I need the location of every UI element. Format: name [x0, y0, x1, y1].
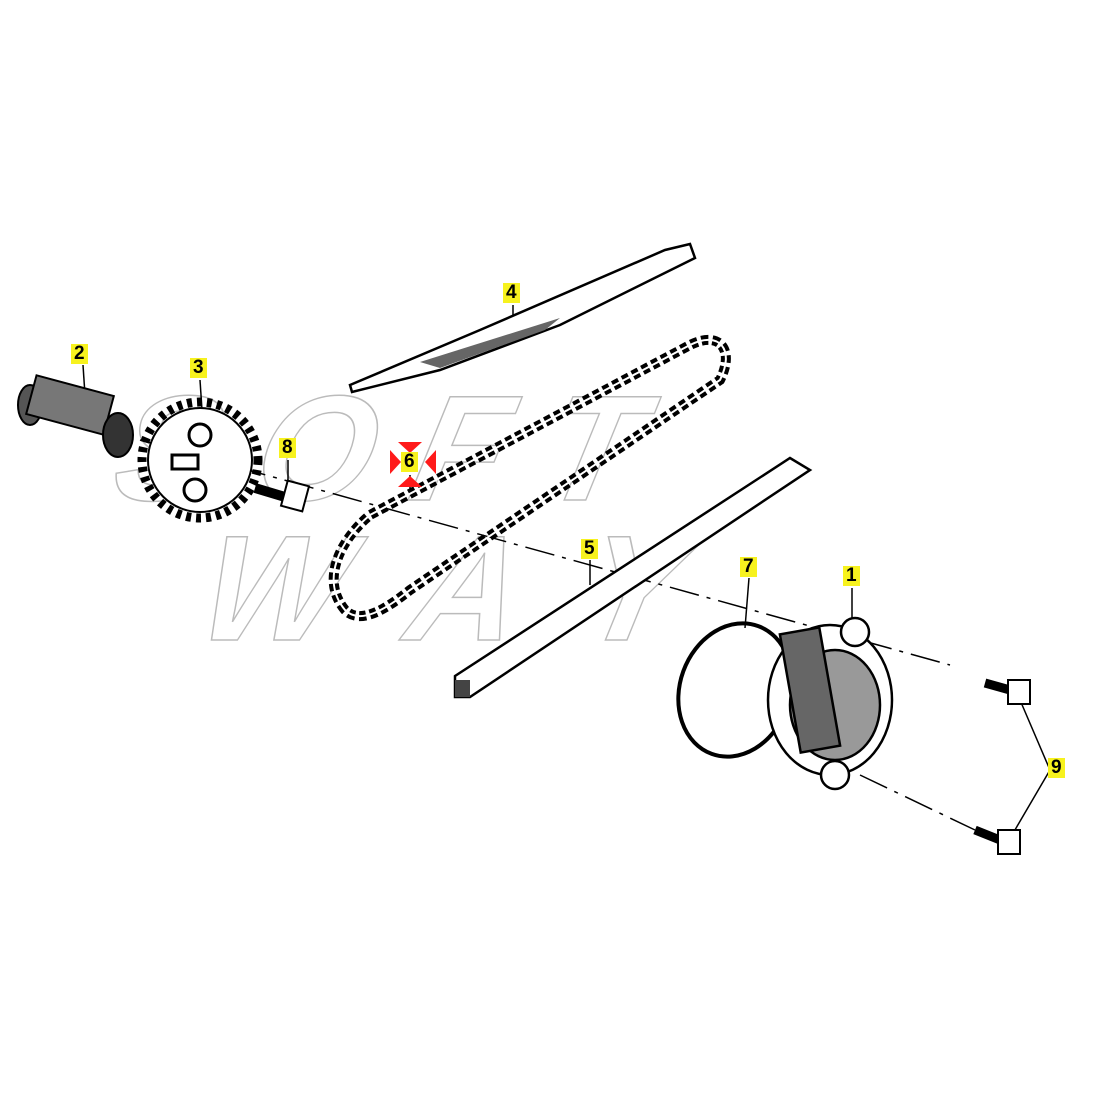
callout-9[interactable]: 9: [1048, 758, 1065, 778]
lower-chain-guide[interactable]: [453, 456, 813, 699]
callout-3[interactable]: 3: [190, 358, 207, 378]
tensioner-housing[interactable]: [766, 616, 894, 791]
callout-2[interactable]: 2: [71, 344, 88, 364]
callout-1[interactable]: 1: [843, 566, 860, 586]
callout-8[interactable]: 8: [279, 438, 296, 458]
timing-chain[interactable]: [328, 335, 731, 622]
callout-6[interactable]: 6: [401, 452, 418, 472]
sprocket-bolt[interactable]: [253, 479, 311, 513]
callout-7[interactable]: 7: [740, 557, 757, 577]
callout-4[interactable]: 4: [503, 283, 520, 303]
selection-marker: [390, 442, 436, 487]
camshaft[interactable]: [17, 374, 134, 458]
upper-chain-guide[interactable]: [348, 242, 697, 394]
svg-text:WAY: WAY: [187, 506, 714, 673]
housing-bolts[interactable]: [973, 678, 1031, 855]
cam-sprocket[interactable]: [137, 397, 263, 523]
callout-5[interactable]: 5: [581, 539, 598, 559]
